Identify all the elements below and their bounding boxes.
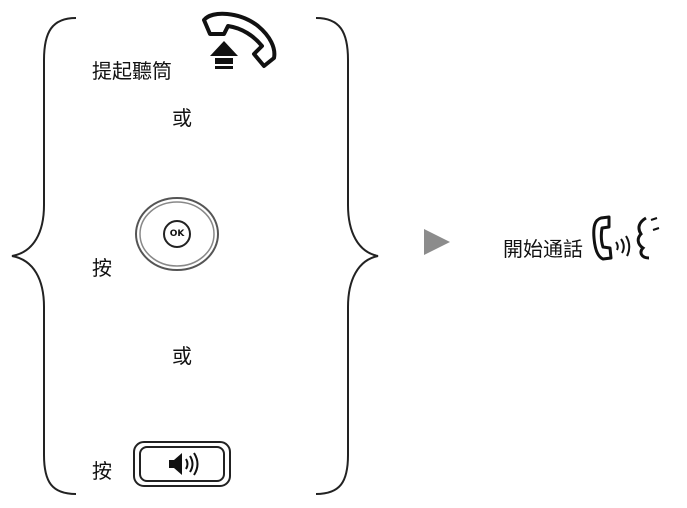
ok-key-icon: OK <box>134 196 220 272</box>
right-brace <box>315 17 379 495</box>
left-brace <box>11 17 77 495</box>
start-call-text: 開始通話 <box>503 237 583 261</box>
play-arrow-icon <box>424 229 450 255</box>
ok-key-label: OK <box>169 229 185 239</box>
press-ok-text: 按 <box>92 256 112 280</box>
lift-handset-text: 提起聽筒 <box>92 59 172 83</box>
press-speaker-text: 按 <box>92 459 112 483</box>
speaker-key-icon <box>133 441 231 487</box>
or-text-1: 或 <box>172 106 192 130</box>
talking-phone-icon <box>592 215 660 261</box>
handset-lift-icon <box>202 11 277 69</box>
or-text-2: 或 <box>172 344 192 368</box>
